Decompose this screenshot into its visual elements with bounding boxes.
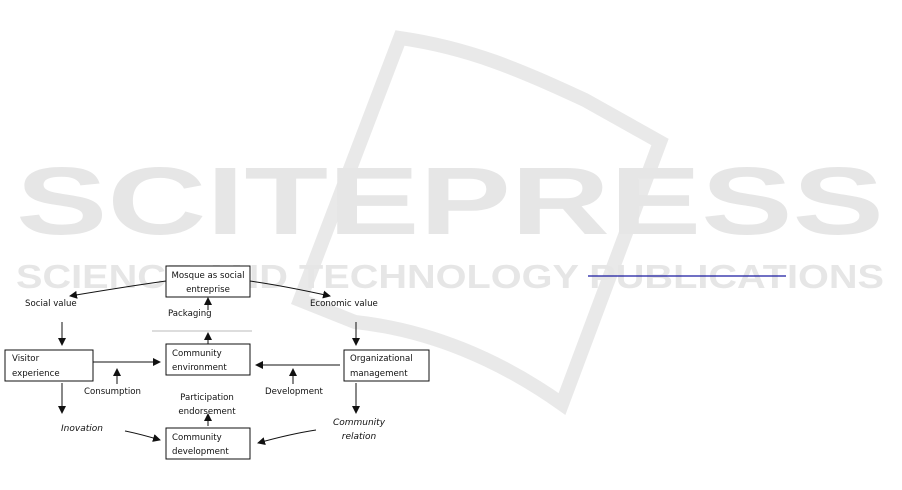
- node-visitor-line2: experience: [12, 369, 60, 379]
- label-development: Development: [265, 387, 323, 397]
- label-packaging: Packaging: [168, 309, 212, 319]
- node-development-line1: Community: [172, 433, 222, 443]
- node-mosque-line2: entreprise: [186, 285, 230, 295]
- watermark-main: SCITEPRESS: [16, 148, 884, 255]
- label-economic-value: Economic value: [310, 299, 378, 309]
- label-participation-line1: Participation: [180, 393, 234, 403]
- node-visitor-line1: Visitor: [12, 354, 40, 364]
- node-organization-line2: management: [350, 369, 408, 379]
- watermark: SCITEPRESS SCIENCE AND TECHNOLOGY PUBLIC…: [16, 38, 884, 404]
- node-mosque: Mosque as social entreprise: [166, 266, 250, 297]
- label-community-relation-line1: Community: [333, 418, 386, 428]
- node-mosque-line1: Mosque as social: [171, 271, 244, 281]
- label-community-relation-line2: relation: [342, 432, 377, 442]
- node-development-line2: development: [172, 447, 229, 457]
- node-community-environment: Community environment: [166, 344, 250, 375]
- edge-relation-to-development: [258, 430, 316, 443]
- node-organizational-management: Organizational management: [344, 350, 429, 381]
- label-consumption: Consumption: [84, 387, 141, 397]
- node-community-development: Community development: [166, 428, 250, 459]
- node-organization-line1: Organizational: [350, 354, 413, 364]
- node-environment-line1: Community: [172, 349, 222, 359]
- label-inovation: Inovation: [61, 424, 103, 434]
- edge-inovation-to-development: [125, 431, 160, 440]
- label-participation-line2: endorsement: [178, 407, 236, 417]
- label-social-value: Social value: [25, 299, 77, 309]
- node-visitor-experience: Visitor experience: [5, 350, 93, 381]
- node-environment-line2: environment: [172, 363, 227, 373]
